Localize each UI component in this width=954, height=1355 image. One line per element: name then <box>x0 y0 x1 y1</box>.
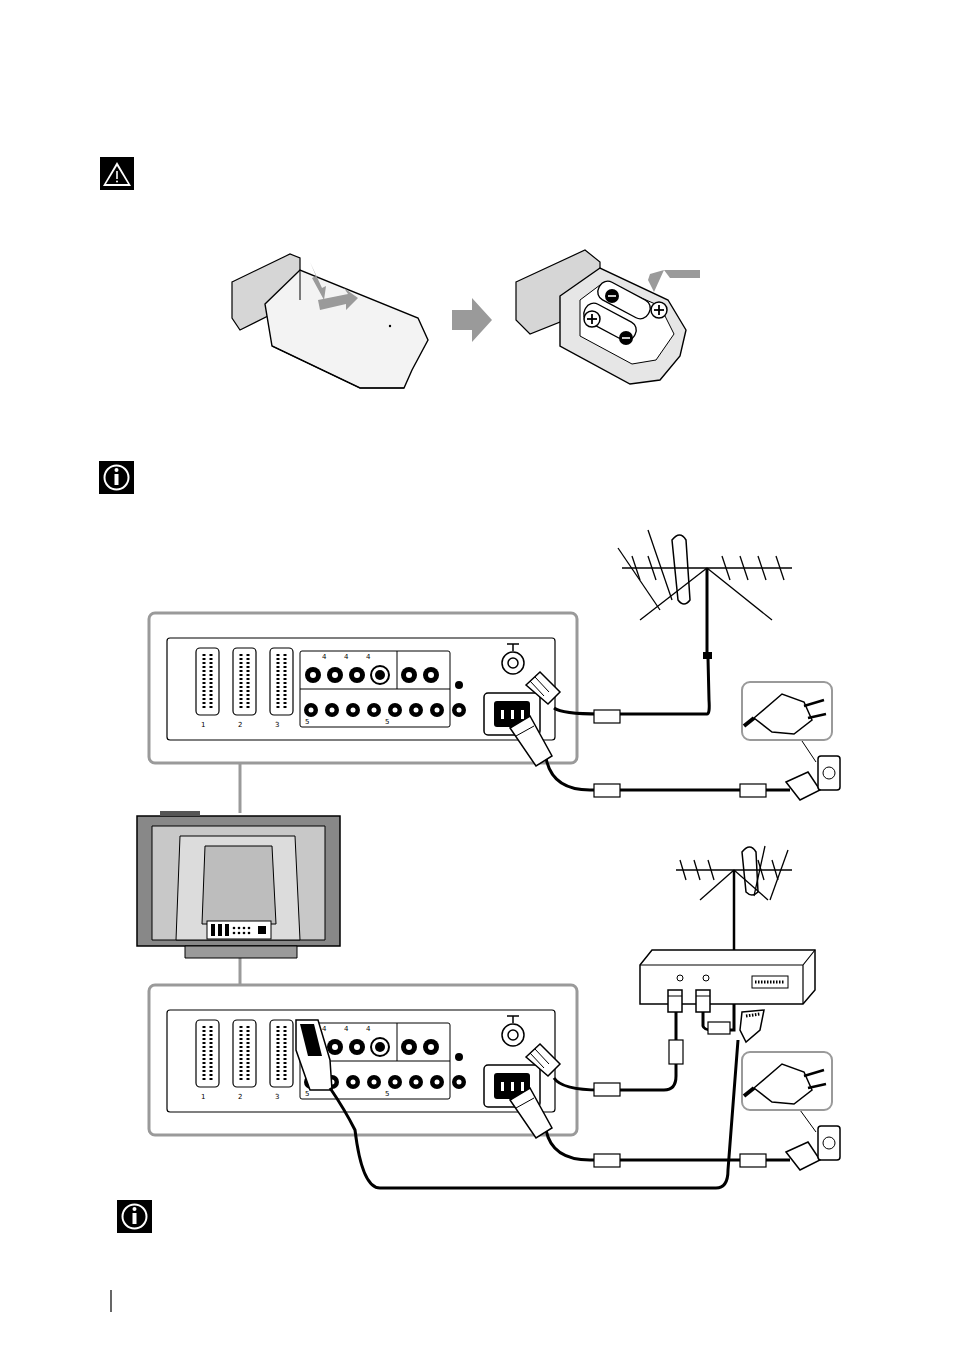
jack-number: 4 <box>322 653 326 661</box>
info-icon <box>117 1200 152 1233</box>
plug-inset <box>742 1052 832 1110</box>
antenna <box>618 530 792 655</box>
remote-cover-removal <box>232 254 428 388</box>
jack-number: 2 <box>238 721 242 729</box>
plug-inset <box>742 682 832 740</box>
jack-number: 4 <box>344 1025 348 1033</box>
aerial-cable <box>526 658 709 723</box>
remote-battery-insertion <box>516 250 700 384</box>
connector-panel <box>149 985 577 1135</box>
jack-number: 5 <box>305 718 309 726</box>
warning-icon <box>100 157 134 190</box>
connector-panel <box>149 613 577 763</box>
vcr-box <box>640 950 815 1012</box>
info-icon <box>99 461 134 494</box>
jack-number: 3 <box>275 1093 279 1101</box>
step-arrow <box>452 298 492 342</box>
jack-number: 3 <box>275 721 279 729</box>
jack-number: 4 <box>366 1025 370 1033</box>
antenna <box>676 846 792 950</box>
margin-rule <box>110 1290 111 1312</box>
jack-number: 5 <box>385 718 389 726</box>
jack-number: 4 <box>322 1025 326 1033</box>
jack-number: 2 <box>238 1093 242 1101</box>
jack-number: 5 <box>305 1090 309 1098</box>
jack-number: 4 <box>366 653 370 661</box>
aerial-cable <box>526 1012 683 1096</box>
jack-number: 5 <box>385 1090 389 1098</box>
tv-rear <box>137 764 340 985</box>
jack-number: 1 <box>201 721 205 729</box>
jack-number: 4 <box>344 653 348 661</box>
jack-number: 1 <box>201 1093 205 1101</box>
